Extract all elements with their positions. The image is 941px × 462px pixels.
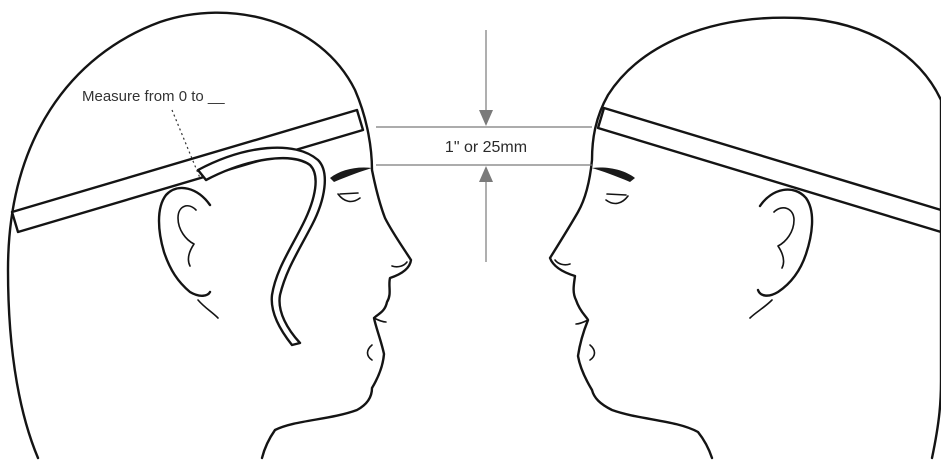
left-eyebrow <box>330 167 372 182</box>
left-jaw-line <box>198 300 218 318</box>
right-headband <box>598 108 941 232</box>
left-chin-crease <box>368 345 373 360</box>
right-chin-crease <box>590 345 595 360</box>
left-ear <box>159 188 210 296</box>
left-nostril <box>392 262 407 267</box>
right-eye <box>606 196 628 203</box>
right-ear-inner <box>774 208 794 268</box>
right-jaw-line <box>750 300 772 318</box>
right-ear <box>758 190 812 296</box>
left-eye-lid <box>340 193 358 194</box>
right-nostril <box>555 260 570 265</box>
right-eye-lid <box>607 194 626 195</box>
left-ear-inner <box>178 206 196 266</box>
offset-guide: 1" or 25mm <box>376 30 592 262</box>
measuring-tape <box>198 148 325 345</box>
arrowhead-up <box>479 166 493 182</box>
right-eyebrow <box>592 167 635 182</box>
measure-label: Measure from 0 to __ <box>82 88 225 105</box>
offset-label: 1" or 25mm <box>445 139 527 156</box>
right-head <box>550 18 941 458</box>
right-head-outline <box>550 18 941 458</box>
left-head <box>8 13 411 458</box>
left-eye <box>338 194 360 201</box>
arrowhead-down <box>479 110 493 126</box>
left-head-outline <box>8 13 411 458</box>
